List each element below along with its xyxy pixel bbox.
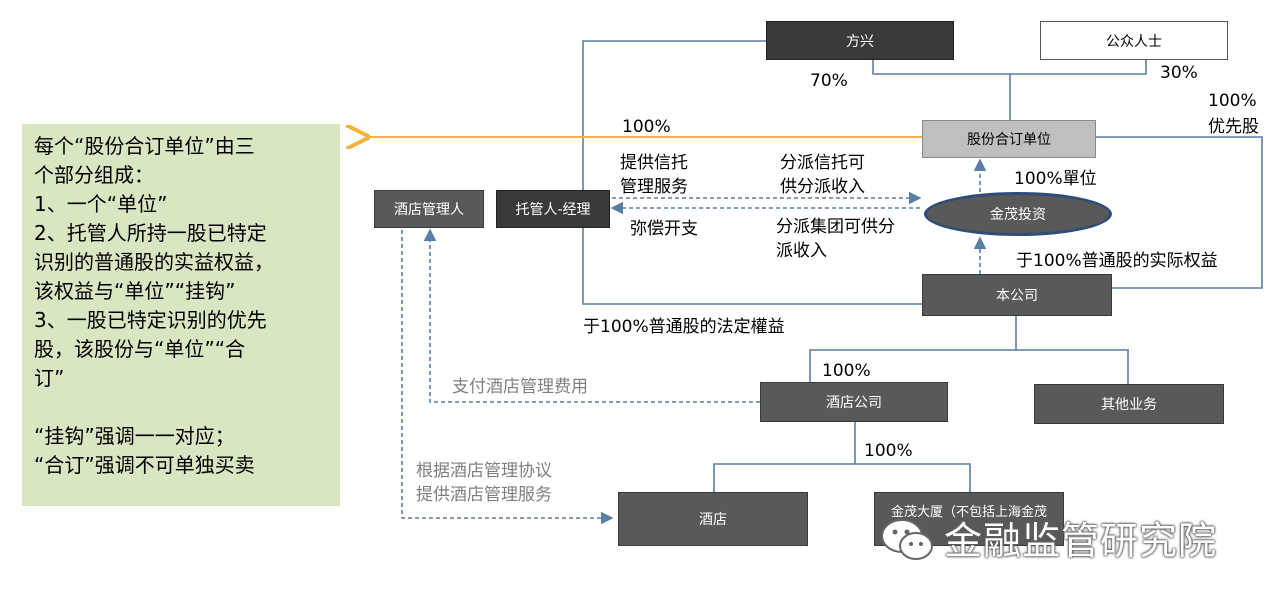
note-line: 3、一股已特定识别的优先 [34,308,267,332]
node-public: 公众人士 [1040,21,1228,60]
node-fangxing: 方兴 [766,21,954,60]
label-distribute-trust-2: 供分派收入 [780,177,865,197]
label-70: 70% [810,71,848,91]
node-jinmao-investment: 金茂投资 [924,192,1112,236]
line-hotelco-tower [855,463,971,492]
label-distribute-group-1: 分派集团可供分 [776,217,895,237]
note-line: 2、托管人所持一股已特定 [34,221,267,245]
label-legal-interest: 于100%普通股的法定權益 [583,317,785,337]
line-preference [1096,136,1263,289]
label-distribute-group-2: 派收入 [776,241,827,261]
node-stapled-unit: 股份合订单位 [922,120,1096,158]
label-beneficial-interest: 于100%普通股的实际权益 [1016,251,1218,271]
label-30: 30% [1160,63,1198,83]
note-line: “合订”强调不可单独买卖 [34,453,255,477]
note-line: 每个“股份合订单位”由三 [34,134,255,158]
note-line [34,393,328,422]
note-line: 个部分组成： [34,163,154,187]
label-agreement-2: 提供酒店管理服务 [416,485,552,505]
node-hotel: 酒店 [618,492,808,546]
label-trust-service-2: 管理服务 [620,177,688,197]
note-line: 该权益与“单位”“挂钩” [34,279,236,303]
note-line: “挂钩”强调一一对应； [34,424,235,448]
node-trustee-manager: 托管人-经理 [496,190,610,228]
line-public-30 [1010,60,1147,75]
wechat-icon [881,519,933,560]
line-fangxing-70 [872,60,1011,120]
dash-pay-fee [423,228,760,403]
label-distribute-trust-1: 分派信托可 [780,153,865,173]
note-line: 识别的普通股的实益权益， [34,250,274,274]
note-line: 1、一个“单位” [34,192,168,216]
note-line: 订” [34,366,65,390]
watermark-text: 金融监管研究院 [944,519,1218,563]
dash-manage-hotel [401,230,614,525]
line-company-other [1016,349,1129,384]
line-company-down [809,316,1017,382]
line-hotelco-down [713,422,856,492]
label-agreement-1: 根据酒店管理协议 [416,461,552,481]
label-pay-fee: 支付酒店管理费用 [452,377,588,397]
label-trust-service-1: 提供信托 [620,153,688,173]
node-other-business: 其他业务 [1034,384,1224,424]
node-hotel-company: 酒店公司 [760,382,948,422]
stapled-unit-note: 每个“股份合订单位”由三 个部分组成： 1、一个“单位” 2、托管人所持一股已特… [22,124,340,506]
node-company: 本公司 [922,274,1112,316]
note-line: 股，该股份与“单位”“合 [34,337,246,361]
label-pref-shares: 优先股 [1208,117,1259,137]
label-unit-100: 100%單位 [1014,169,1097,189]
line-fangxing-loop [582,40,922,305]
label-100-arrow: 100% [622,117,671,137]
label-100-hotel-company: 100% [822,361,871,381]
node-hotel-manager: 酒店管理人 [374,190,484,228]
label-pref-pct: 100% [1208,91,1257,111]
label-reimburse: 弥偿开支 [630,219,698,239]
label-100-hotel: 100% [864,441,913,461]
